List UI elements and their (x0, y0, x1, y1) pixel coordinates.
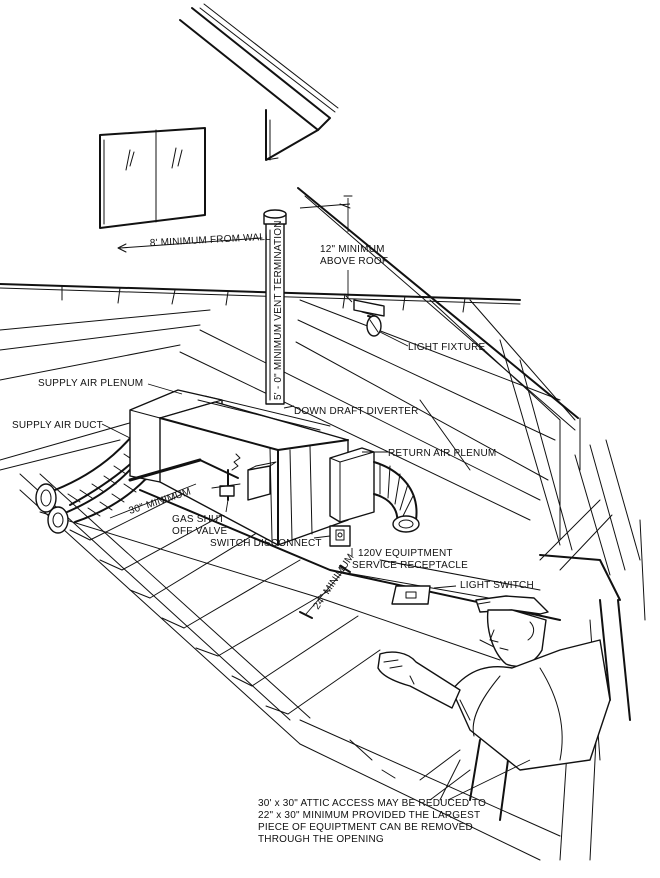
person-figure (377, 595, 611, 771)
furnace-unit (128, 389, 420, 547)
label-light-fixture: LIGHT FIXTURE (408, 342, 486, 353)
leader-lines (101, 195, 531, 801)
label-above-roof-2: ABOVE ROOF (320, 256, 388, 267)
label-return-air-plenum: RETURN AIR PLENUM (388, 448, 496, 459)
label-vent-termination: 5' - 0" MINIMUM VENT TERMINATION (273, 220, 284, 400)
rafters (0, 283, 561, 521)
label-receptacle-2: SERVICE RECEPTACLE (352, 560, 468, 571)
outlet-icon (391, 585, 431, 605)
label-switch-disconnect: SWITCH DISCONNECT (210, 538, 322, 549)
label-supply-air-duct: SUPPLY AIR DUCT (12, 420, 103, 431)
roof-gable (179, 3, 581, 471)
label-thirty-minimum: 30" MINIMUM (128, 486, 193, 516)
attic-side-framing (419, 299, 646, 861)
label-receptacle-1: 120V EQUIPTMENT (358, 548, 453, 559)
label-light-switch: LIGHT SWITCH (460, 580, 534, 591)
label-attic-note-3: PIECE OF EQUIPTMENT CAN BE REMOVED (258, 822, 473, 833)
label-attic-note-2: 22" x 30" MINIMUM PROVIDED THE LARGEST (258, 810, 480, 821)
label-down-draft-diverter: DOWN DRAFT DIVERTER (294, 406, 419, 417)
label-supply-air-plenum: SUPPLY AIR PLENUM (38, 378, 143, 389)
label-gas-shutoff-1: GAS SHUT (172, 514, 225, 525)
label-attic-note-1: 30' x 30" ATTIC ACCESS MAY BE REDUCED TO (258, 798, 486, 809)
label-gas-shutoff-2: OFF VALVE (172, 526, 227, 537)
window (99, 127, 206, 229)
vent-pipe (263, 209, 287, 405)
label-attic-note-4: THROUGH THE OPENING (258, 834, 384, 845)
label-above-roof-1: 12" MINIMUM (320, 244, 385, 255)
light-bulb-icon (353, 299, 385, 337)
label-from-wall: 8' MINIMUM FROM WALL (150, 232, 272, 249)
switch-box-icon (329, 525, 351, 547)
